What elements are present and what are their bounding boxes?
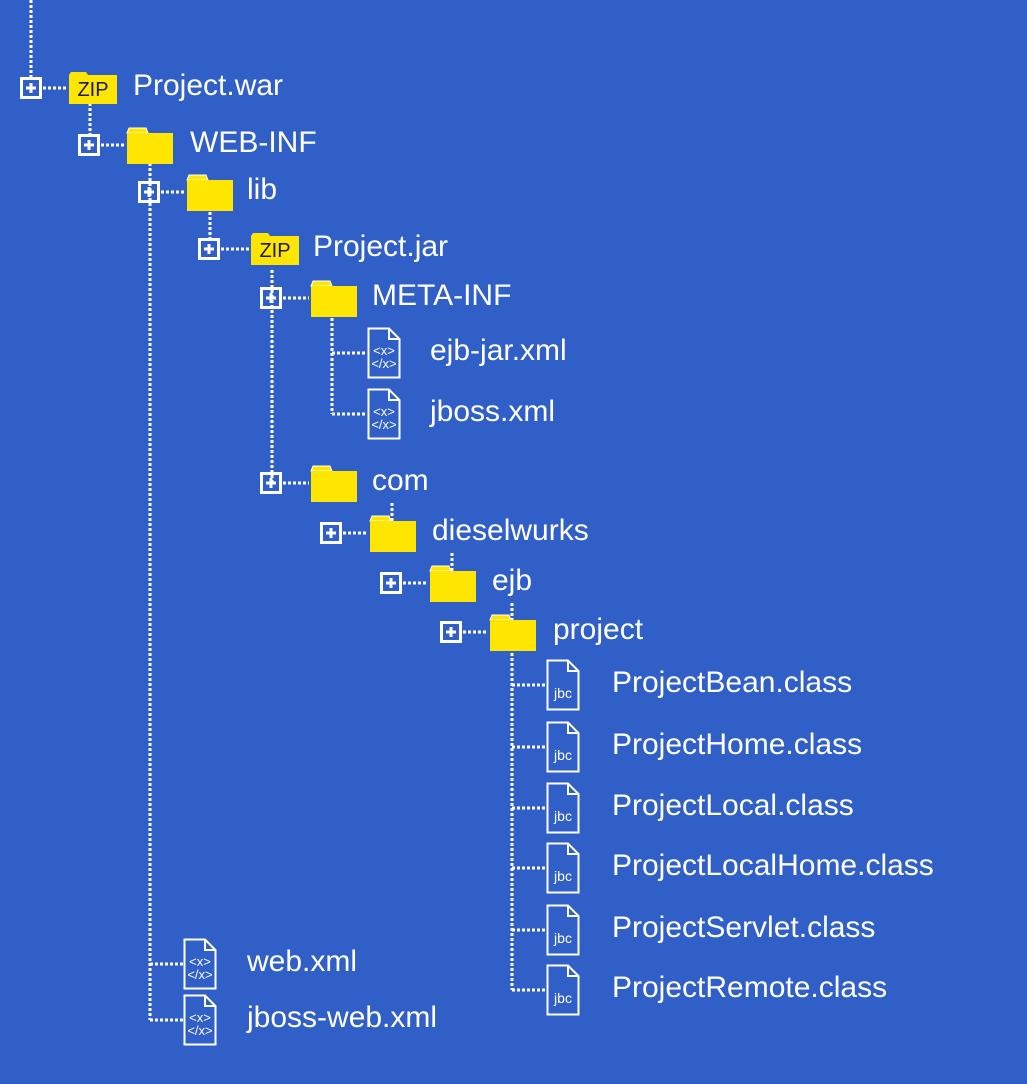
tree-item-label[interactable]: ejb (492, 564, 533, 597)
tree-item-label[interactable]: ProjectHome.class (612, 728, 863, 761)
class-file-icon: jbc (546, 782, 580, 834)
folder-icon (310, 463, 358, 503)
tree-item-label[interactable]: jboss-web.xml (247, 1001, 438, 1034)
tree-item-label[interactable]: ejb-jar.xml (430, 334, 567, 367)
xml-file-icon: <x> </x> (367, 388, 401, 440)
folder-icon (369, 513, 417, 553)
folder-icon (186, 172, 234, 212)
tree-item-label[interactable]: ProjectRemote.class (612, 971, 888, 1004)
class-file-icon-text: jbc (554, 930, 572, 946)
xml-file-icon-text: <x> </x> (371, 404, 397, 432)
folder-icon (126, 125, 174, 165)
folder-icon (310, 278, 358, 318)
xml-file-icon: <x> </x> (367, 327, 401, 379)
tree-item-label[interactable]: ProjectBean.class (612, 666, 853, 699)
tree-item-label[interactable]: Project.war (133, 69, 284, 102)
tree-item-label[interactable]: com (372, 464, 429, 497)
tree-item-label[interactable]: Project.jar (313, 230, 449, 263)
folder-icon (489, 612, 537, 652)
expand-plus-icon[interactable] (260, 287, 282, 309)
class-file-icon-text: jbc (554, 990, 572, 1006)
class-file-icon-text: jbc (554, 868, 572, 884)
tree-item-label[interactable]: jboss.xml (430, 395, 556, 428)
expand-plus-icon[interactable] (138, 181, 160, 203)
class-file-icon: jbc (546, 721, 580, 773)
tree-item-label[interactable]: ProjectServlet.class (612, 911, 876, 944)
tree-item-label[interactable]: web.xml (247, 945, 358, 978)
class-file-icon: jbc (546, 964, 580, 1016)
zip-icon: ZIP (250, 232, 300, 266)
xml-file-icon-text: <x> </x> (187, 1010, 213, 1038)
expand-plus-icon[interactable] (320, 522, 342, 544)
expand-plus-icon[interactable] (20, 77, 42, 99)
expand-plus-icon[interactable] (198, 238, 220, 260)
xml-file-icon: <x> </x> (183, 994, 217, 1046)
expand-plus-icon[interactable] (380, 572, 402, 594)
class-file-icon: jbc (546, 659, 580, 711)
tree-item-label[interactable]: ProjectLocal.class (612, 789, 854, 822)
class-file-icon-text: jbc (554, 685, 572, 701)
tree-item-label[interactable]: dieselwurks (432, 514, 589, 547)
xml-file-icon-text: <x> </x> (187, 954, 213, 982)
tree-item-label[interactable]: project (553, 613, 644, 646)
xml-file-icon: <x> </x> (183, 938, 217, 990)
zip-icon-text: ZIP (259, 240, 291, 262)
zip-icon: ZIP (68, 71, 118, 105)
tree-item-label[interactable]: META-INF (372, 279, 512, 312)
expand-plus-icon[interactable] (260, 472, 282, 494)
class-file-icon: jbc (546, 904, 580, 956)
zip-icon-text: ZIP (77, 79, 109, 101)
folder-icon (429, 563, 477, 603)
tree-item-label[interactable]: lib (247, 173, 278, 206)
class-file-icon-text: jbc (554, 747, 572, 763)
expand-plus-icon[interactable] (78, 134, 100, 156)
tree-item-label[interactable]: WEB-INF (190, 126, 317, 159)
xml-file-icon-text: <x> </x> (371, 343, 397, 371)
class-file-icon-text: jbc (554, 808, 572, 824)
class-file-icon: jbc (546, 842, 580, 894)
tree-item-label[interactable]: ProjectLocalHome.class (612, 849, 934, 882)
expand-plus-icon[interactable] (440, 621, 462, 643)
